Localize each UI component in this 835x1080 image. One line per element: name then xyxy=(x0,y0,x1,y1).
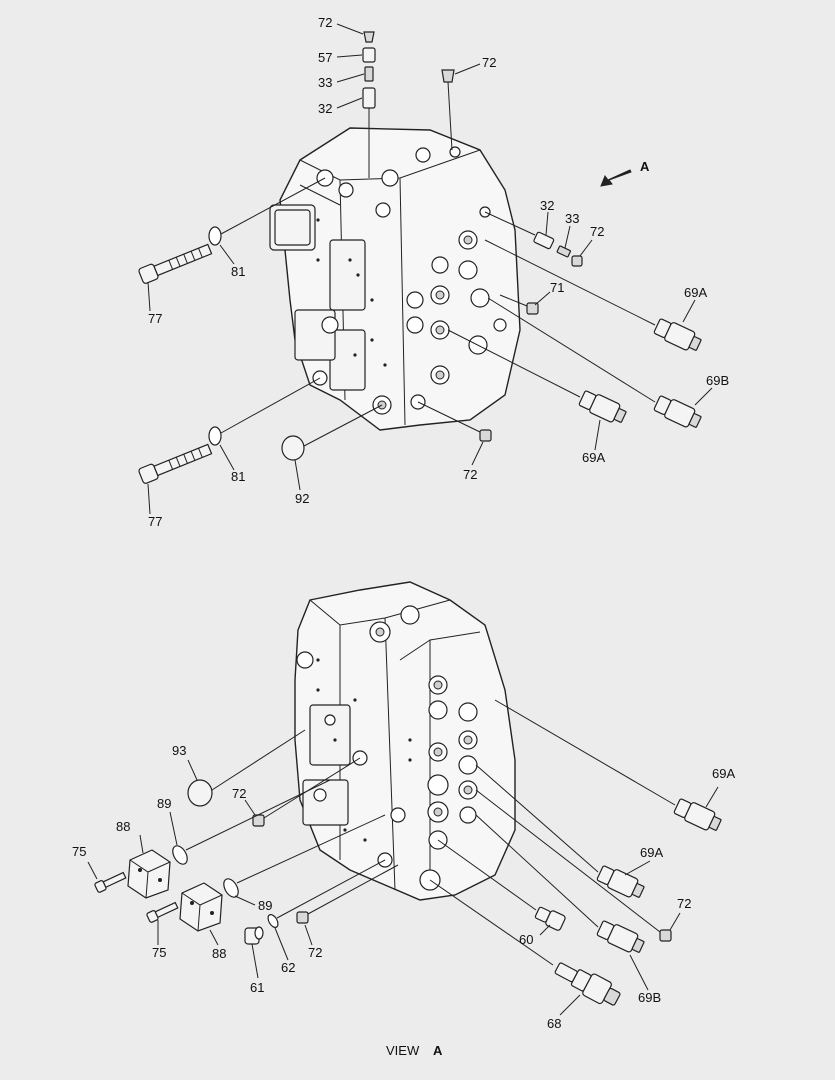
label-68: 68 xyxy=(547,1016,561,1031)
label-72: 72 xyxy=(463,467,477,482)
lower-parts xyxy=(94,699,722,1006)
label-32: 32 xyxy=(318,101,332,116)
label-57: 57 xyxy=(318,50,332,65)
washer-81-bottom xyxy=(208,426,222,446)
plug-72-right xyxy=(441,69,455,83)
plug-72-bottom xyxy=(296,911,309,924)
relief-valve-69a-lower-top xyxy=(673,798,722,831)
washer-81-top xyxy=(208,226,222,246)
caption-letter: A xyxy=(433,1043,443,1058)
relief-valve-69b-upper xyxy=(653,395,702,428)
valve-60 xyxy=(534,906,566,931)
label-32: 32 xyxy=(540,198,554,213)
plug-72-lower-right xyxy=(659,929,672,942)
label-62: 62 xyxy=(281,960,295,975)
label-72: 72 xyxy=(232,786,246,801)
caption-view: VIEW xyxy=(386,1043,420,1058)
label-77: 77 xyxy=(148,514,162,529)
spool-32-top xyxy=(362,87,376,109)
view-caption: VIEW A xyxy=(386,1043,443,1058)
upper-valve-body xyxy=(269,127,521,431)
label-89: 89 xyxy=(157,796,171,811)
label-69a: 69A xyxy=(712,766,735,781)
label-75: 75 xyxy=(152,945,166,960)
o-ring-89-top xyxy=(172,845,188,865)
bolt-77-bottom xyxy=(138,443,213,484)
relief-valve-69a-lower-mid xyxy=(596,865,645,898)
label-77: 77 xyxy=(148,311,162,326)
spool-32-side xyxy=(533,231,555,250)
plug-72-lower xyxy=(479,429,492,442)
relief-valve-69a-upper xyxy=(653,318,702,351)
upper-parts xyxy=(138,31,702,484)
label-72: 72 xyxy=(677,896,691,911)
relief-valve-69a-mid xyxy=(578,390,627,423)
upper-leader-lines xyxy=(147,23,713,515)
label-72: 72 xyxy=(482,55,496,70)
plug-72-top xyxy=(363,31,375,43)
bolt-75-top xyxy=(94,871,127,893)
label-71: 71 xyxy=(550,280,564,295)
label-view-a: A xyxy=(640,159,650,174)
label-89: 89 xyxy=(258,898,272,913)
main-relief-valve-68 xyxy=(554,962,621,1006)
bolt-77-top xyxy=(138,243,213,284)
label-88: 88 xyxy=(116,819,130,834)
label-72: 72 xyxy=(308,945,322,960)
spring-33-top xyxy=(364,66,374,82)
plug-61 xyxy=(244,926,264,945)
part-labels: 72 57 33 32 72 A 32 33 72 81 71 69A 77 6… xyxy=(72,15,735,1031)
o-ring-89-bottom xyxy=(223,878,239,898)
label-61: 61 xyxy=(250,980,264,995)
label-81: 81 xyxy=(231,264,245,279)
label-69b: 69B xyxy=(706,373,729,388)
label-72: 72 xyxy=(318,15,332,30)
label-69a: 69A xyxy=(684,285,707,300)
label-92: 92 xyxy=(295,491,309,506)
cover-88-bottom xyxy=(179,882,223,932)
label-75: 75 xyxy=(72,844,86,859)
view-a-arrow xyxy=(600,169,632,187)
bolt-75-bottom xyxy=(146,901,179,923)
relief-valve-69b-lower xyxy=(596,920,645,953)
label-33: 33 xyxy=(318,75,332,90)
label-60: 60 xyxy=(519,932,533,947)
label-81: 81 xyxy=(231,469,245,484)
plug-71 xyxy=(526,302,539,315)
plug-93 xyxy=(187,779,213,807)
label-69a: 69A xyxy=(640,845,663,860)
plug-92 xyxy=(281,435,305,461)
lower-valve-body xyxy=(294,581,516,901)
cap-57 xyxy=(362,47,376,63)
label-88: 88 xyxy=(212,946,226,961)
cover-88-top xyxy=(127,849,171,899)
label-33: 33 xyxy=(565,211,579,226)
label-69a: 69A xyxy=(582,450,605,465)
label-72: 72 xyxy=(590,224,604,239)
label-69b: 69B xyxy=(638,990,661,1005)
spring-33-side xyxy=(556,245,571,258)
plug-72-side xyxy=(571,255,583,267)
o-ring-62 xyxy=(267,914,279,928)
label-93: 93 xyxy=(172,743,186,758)
lower-leader-lines xyxy=(87,759,719,1016)
